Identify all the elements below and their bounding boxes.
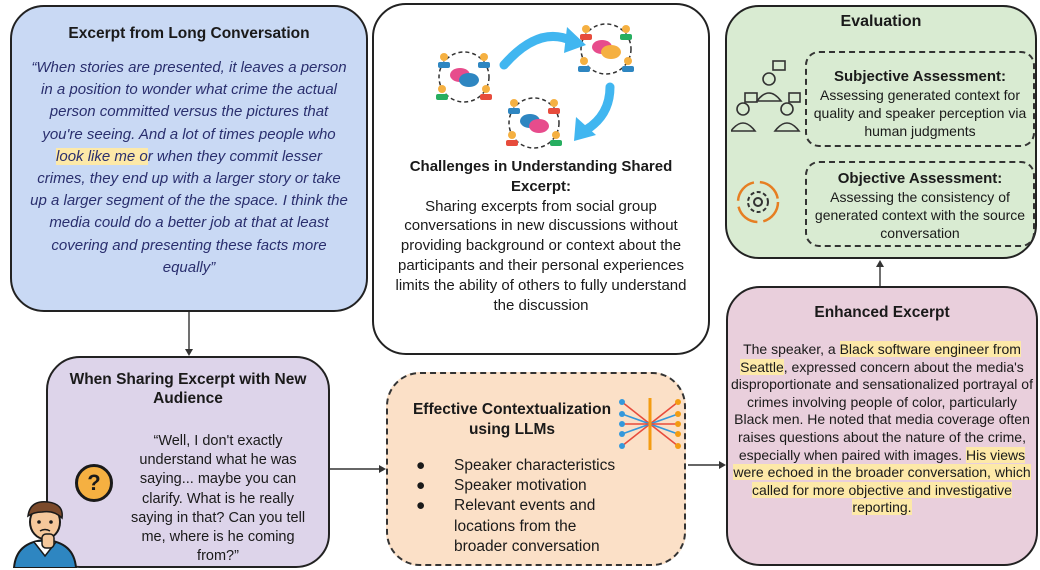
list-item-label: Relevant events and locations from the b… [454,497,600,555]
list-item: ● Speaker motivation [416,476,670,496]
list-item: ● Speaker characteristics [416,456,670,476]
neural-network-icon [619,398,681,450]
subjective-title: Subjective Assessment: [833,68,1007,85]
excerpt-box: Excerpt from Long Conversation “When sto… [10,5,368,312]
group-discussion-icon [436,23,634,149]
challenges-title: Challenges in Understanding Shared Excer… [409,158,673,195]
confused-person-icon [12,501,78,568]
challenges-body: Sharing excerpts from social group conve… [395,197,687,314]
list-item: ● Relevant events and locations from the … [416,496,670,557]
group-discussion-icon [578,23,634,75]
gear-cycle-icon [736,180,780,224]
objective-title: Objective Assessment: [837,170,1003,187]
evaluation-title: Evaluation [840,13,922,30]
enhanced-excerpt-body: The speaker, a Black software engineer f… [728,341,1036,517]
new-audience-title: When Sharing Excerpt with New Audience [69,371,307,407]
group-discussion-icon [436,51,492,103]
evaluation-box: Evaluation Subjective Assessment: Assess… [725,5,1037,259]
challenges-text: Challenges in Understanding Shared Excer… [384,157,698,315]
contextualization-box: Effective Contextualization using LLMs ●… [386,372,686,566]
contextualization-title: Effective Contextualization using LLMs [412,401,612,438]
group-discussion-icon [506,97,562,149]
challenges-box: Challenges in Understanding Shared Excer… [372,3,710,355]
enhanced-excerpt-title: Enhanced Excerpt [814,304,950,321]
excerpt-title: Excerpt from Long Conversation [68,25,310,42]
list-item-label: Speaker motivation [454,477,587,495]
contextualization-list: ● Speaker characteristics ● Speaker motiva… [416,456,670,557]
enhanced-excerpt-box: Enhanced Excerpt The speaker, a Black so… [726,286,1038,566]
excerpt-quote-highlight: look like me o [56,147,148,165]
new-audience-quote: “Well, I don't exactly understand what h… [130,433,306,565]
question-bubble-icon: ? [75,464,113,502]
new-audience-box: When Sharing Excerpt with New Audience “… [46,356,330,568]
subjective-box: Subjective Assessment: Assessing generat… [805,51,1035,147]
excerpt-quote: “When stories are presented, it leaves a… [30,57,348,279]
objective-body: Assessing the consistency of generated c… [814,189,1026,241]
bullet-icon: ● [416,497,426,515]
excerpt-quote-part-1: “When stories are presented, it leaves a… [31,59,347,143]
subjective-body: Assessing generated context for quality … [813,87,1027,139]
curved-arrow-icon [581,82,615,135]
bullet-icon: ● [416,477,426,495]
excerpt-quote-part-2: r when they commit lesser crimes, they e… [30,147,348,276]
enhanced-text-1: The speaker, a [743,341,840,357]
list-item-label: Speaker characteristics [454,457,616,474]
curved-arrow-icon [499,31,577,70]
objective-box: Objective Assessment: Assessing the cons… [805,161,1035,247]
enhanced-text-2: , expressed concern about the media's di… [731,358,1033,463]
people-speech-icon [731,60,801,132]
bullet-icon: ● [416,457,426,474]
